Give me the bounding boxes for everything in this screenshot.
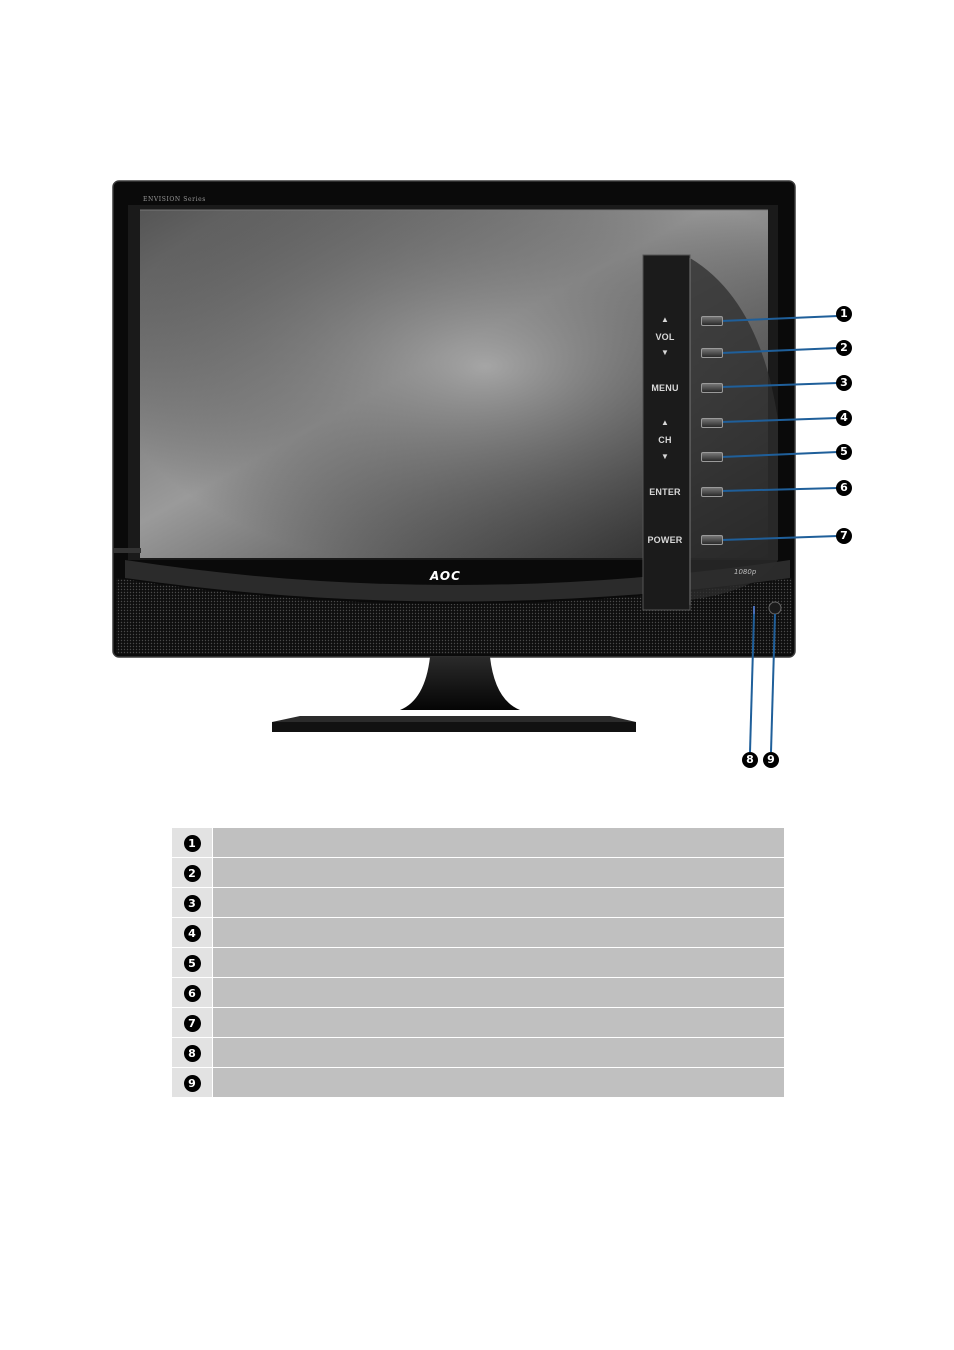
stand-base: [272, 722, 636, 732]
vol-label: VOL: [655, 332, 675, 342]
vol-up-button[interactable]: [701, 316, 723, 326]
vol-down-arrow: ▼: [661, 348, 669, 357]
callout-8: 8: [742, 752, 758, 768]
table-row: 7: [171, 1007, 785, 1038]
ch-down-button[interactable]: [701, 452, 723, 462]
callout-2: 2: [836, 340, 852, 356]
table-row: 1: [171, 827, 785, 858]
callout-5: 5: [836, 444, 852, 460]
ch-label: CH: [658, 435, 672, 445]
speaker-grille: [116, 578, 792, 654]
row-description: [212, 1007, 785, 1038]
row-description: [212, 947, 785, 978]
row-number: 8: [183, 1044, 201, 1062]
ch-down-arrow: ▼: [661, 452, 669, 461]
row-number: 6: [183, 984, 201, 1002]
row-number: 3: [183, 894, 201, 912]
row-description: [212, 977, 785, 1008]
monitor-illustration: [112, 180, 839, 753]
vol-down-button[interactable]: [701, 348, 723, 358]
ch-up-button[interactable]: [701, 418, 723, 428]
stand-neck: [400, 657, 520, 710]
power-label: POWER: [647, 535, 683, 545]
row-number: 1: [183, 834, 201, 852]
ch-up-arrow: ▲: [661, 418, 669, 427]
row-number: 7: [183, 1014, 201, 1032]
callout-6: 6: [836, 480, 852, 496]
callout-3: 3: [836, 375, 852, 391]
table-row: 8: [171, 1037, 785, 1068]
brand-logo: AOC: [430, 569, 461, 583]
row-description: [212, 917, 785, 948]
resolution-badge: 1080p: [734, 568, 757, 576]
control-panel: [642, 254, 691, 611]
callout-7: 7: [836, 528, 852, 544]
series-label: ENVISION Series: [143, 196, 206, 203]
menu-label: MENU: [651, 383, 679, 393]
row-description: [212, 857, 785, 888]
callout-4: 4: [836, 410, 852, 426]
table-row: 6: [171, 977, 785, 1008]
row-description: [212, 887, 785, 918]
row-number: 2: [183, 864, 201, 882]
table-row: 9: [171, 1067, 785, 1098]
menu-button[interactable]: [701, 383, 723, 393]
ir-sensor: [768, 601, 782, 615]
callout-9: 9: [763, 752, 779, 768]
enter-label: ENTER: [649, 487, 681, 497]
vol-up-arrow: ▲: [661, 315, 669, 324]
table-row: 2: [171, 857, 785, 888]
row-description: [212, 1067, 785, 1098]
table-row: 4: [171, 917, 785, 948]
row-number: 5: [183, 954, 201, 972]
row-number: 9: [183, 1074, 201, 1092]
callout-lines: [720, 315, 839, 753]
table-row: 5: [171, 947, 785, 978]
power-button[interactable]: [701, 535, 723, 545]
row-description: [212, 1037, 785, 1068]
table-row: 3: [171, 887, 785, 918]
legend-table: 1 2 3 4 5 6 7 8 9: [171, 827, 785, 1098]
callout-1: 1: [836, 306, 852, 322]
row-number: 4: [183, 924, 201, 942]
enter-button[interactable]: [701, 487, 723, 497]
row-description: [212, 827, 785, 858]
